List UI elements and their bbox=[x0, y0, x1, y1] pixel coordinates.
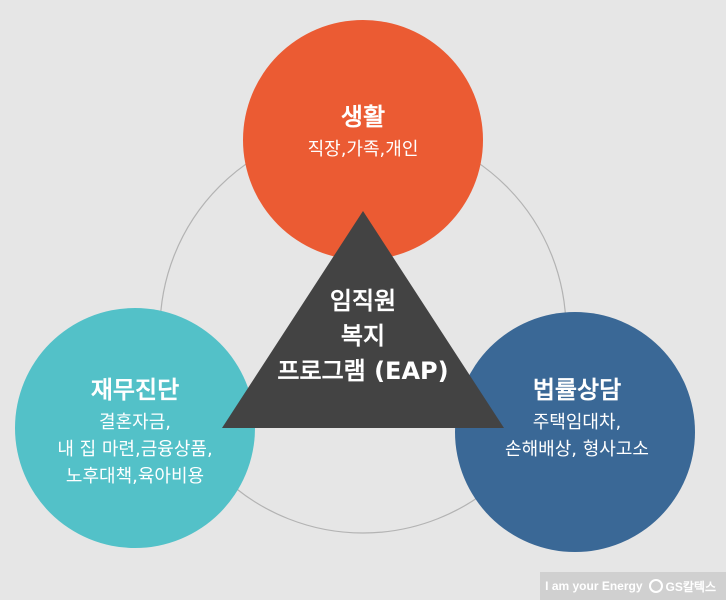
brand-slogan: I am your Energy bbox=[545, 579, 643, 593]
center-line-1: 임직원 bbox=[329, 287, 397, 315]
center-label: 임직원 복지 프로그램 (EAP) bbox=[263, 284, 463, 389]
life-label: 생활 직장,가족,개인 bbox=[283, 102, 443, 163]
finance-label: 재무진단 결혼자금, 내 집 마련,금융상품, 노후대책,육아비용 bbox=[40, 375, 230, 490]
life-subtitle: 직장,가족,개인 bbox=[307, 139, 419, 160]
life-circle bbox=[243, 20, 483, 260]
legal-circle bbox=[455, 312, 695, 552]
finance-subtitle-3: 노후대책,육아비용 bbox=[65, 466, 205, 487]
life-title: 생활 bbox=[340, 103, 386, 131]
legal-label: 법률상담 주택임대차, 손해배상, 형사고소 bbox=[482, 375, 672, 463]
brand-logo: GS칼텍스 bbox=[648, 578, 716, 595]
legal-title: 법률상담 bbox=[532, 376, 622, 404]
brand-bar: I am your Energy GS칼텍스 bbox=[540, 572, 726, 600]
center-line-3: 프로그램 (EAP) bbox=[277, 357, 449, 385]
finance-subtitle-2: 내 집 마련,금융상품, bbox=[57, 439, 213, 460]
gs-caltex-logo-icon bbox=[648, 579, 663, 593]
finance-circle bbox=[15, 308, 255, 548]
brand-logo-text: GS칼텍스 bbox=[665, 579, 716, 594]
legal-subtitle-2: 손해배상, 형사고소 bbox=[505, 439, 649, 460]
legal-subtitle-1: 주택임대차, bbox=[532, 412, 622, 433]
finance-title: 재무진단 bbox=[90, 376, 180, 404]
center-triangle bbox=[222, 211, 504, 428]
finance-subtitle-1: 결혼자금, bbox=[99, 412, 171, 433]
center-line-2: 복지 bbox=[340, 322, 386, 350]
